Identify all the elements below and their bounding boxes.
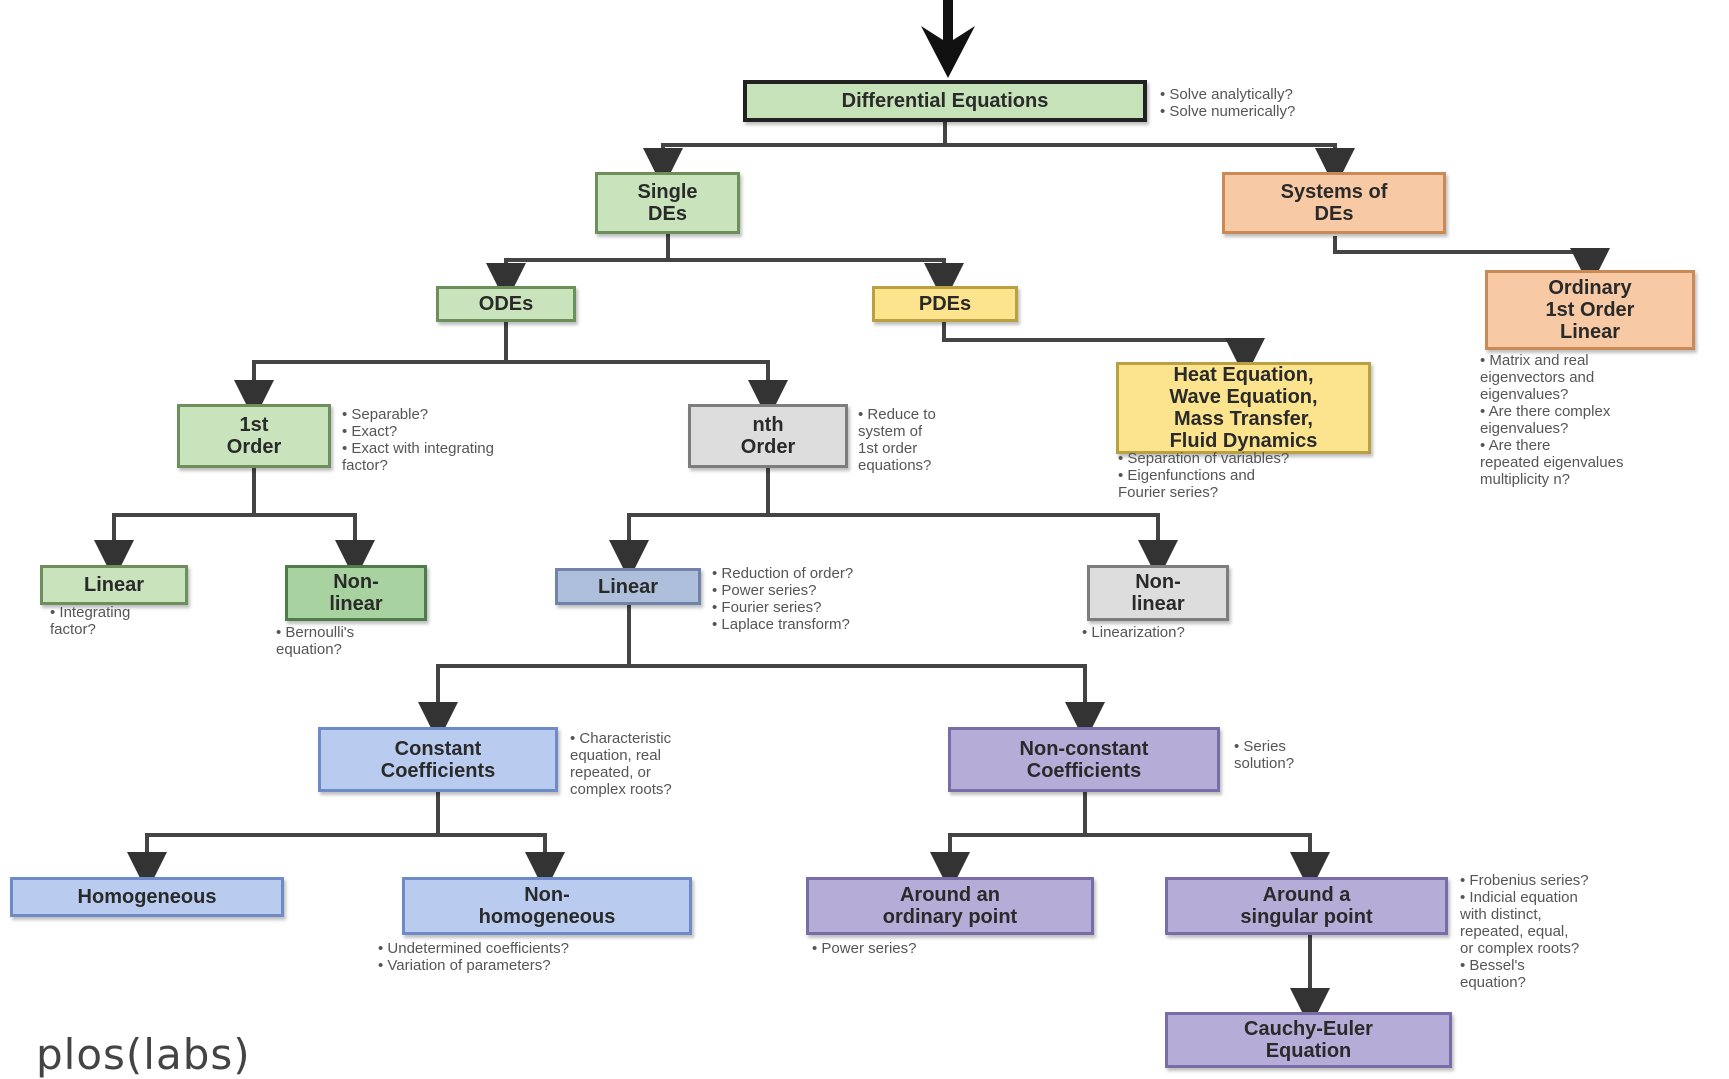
note-line: eigenvalues? (1480, 386, 1569, 403)
note-line: repeated, equal, (1460, 923, 1569, 940)
node-constant-coefficients: Constant Coefficients (318, 727, 558, 792)
note-line: • Bernoulli's (276, 624, 355, 641)
node-ordinary-1st-order-linear: Ordinary 1st Order Linear (1485, 270, 1695, 350)
note-nth-order: • Reduce to system of 1st order equation… (858, 406, 936, 474)
note-line: • Reduce to (858, 406, 936, 423)
note-non-homogeneous: • Undetermined coefficients? • Variation… (378, 940, 569, 974)
note-line: repeated, or (570, 764, 651, 781)
node-heat-wave-equations: Heat Equation, Wave Equation, Mass Trans… (1116, 362, 1371, 454)
node-systems-of-des: Systems of DEs (1222, 172, 1446, 234)
note-line: • Power series? (712, 582, 817, 599)
node-cauchy-euler: Cauchy-Euler Equation (1165, 1012, 1452, 1068)
note-line: • Reduction of order? (712, 565, 854, 582)
note-line: solution? (1234, 755, 1295, 772)
note-line: factor? (50, 621, 96, 638)
note-line: • Frobenius series? (1460, 872, 1589, 889)
note-line: multiplicity n? (1480, 471, 1571, 488)
note-line: • Bessel's (1460, 957, 1525, 974)
note-line: • Exact with integrating (342, 440, 494, 457)
note-line: • Eigenfunctions and (1118, 467, 1256, 484)
node-homogeneous: Homogeneous (10, 877, 284, 917)
note-line: equations? (858, 457, 932, 474)
note-nth-linear: • Reduction of order? • Power series? • … (712, 565, 853, 633)
note-line: system of (858, 423, 923, 440)
node-single-des: Single DEs (595, 172, 740, 234)
node-pdes: PDEs (872, 286, 1018, 322)
note-line: equation? (1460, 974, 1526, 991)
note-ordinary-1st-order-linear: • Matrix and real eigenvectors and eigen… (1480, 352, 1623, 488)
note-line: • Indicial equation (1460, 889, 1578, 906)
note-line: • Solve numerically? (1160, 103, 1296, 120)
note-line: equation, real (570, 747, 661, 764)
note-line: eigenvectors and (1480, 369, 1595, 386)
note-nth-nonlinear: • Linearization? (1082, 624, 1185, 641)
node-1st-nonlinear: Non- linear (285, 565, 427, 621)
note-line: eigenvalues? (1480, 420, 1569, 437)
node-odes: ODEs (436, 286, 576, 322)
note-line: • Exact? (342, 423, 398, 440)
note-line: Fourier series? (1118, 484, 1219, 501)
note-line: complex roots? (570, 781, 672, 798)
node-nth-nonlinear: Non- linear (1087, 565, 1229, 621)
note-line: • Linearization? (1082, 624, 1185, 641)
note-line: • Are there (1480, 437, 1551, 454)
node-differential-equations: Differential Equations (743, 80, 1147, 122)
note-nonconstant-coefficients: • Series solution? (1234, 738, 1294, 772)
node-1st-order: 1st Order (177, 404, 331, 468)
note-line: factor? (342, 457, 388, 474)
note-line: or complex roots? (1460, 940, 1580, 957)
note-around-ordinary-point: • Power series? (812, 940, 916, 957)
note-1st-linear: • Integrating factor? (50, 604, 130, 638)
node-nth-linear: Linear (555, 568, 701, 605)
note-around-singular-point: • Frobenius series? • Indicial equation … (1460, 872, 1589, 991)
note-line: • Are there complex (1480, 403, 1611, 420)
note-line: repeated eigenvalues (1480, 454, 1624, 471)
note-heat-wave-equations: • Separation of variables? • Eigenfuncti… (1118, 450, 1289, 501)
node-around-singular-point: Around a singular point (1165, 877, 1448, 935)
note-line: • Fourier series? (712, 599, 822, 616)
note-line: • Undetermined coefficients? (378, 940, 569, 957)
note-line: • Laplace transform? (712, 616, 850, 633)
note-1st-nonlinear: • Bernoulli's equation? (276, 624, 354, 658)
note-1st-order: • Separable? • Exact? • Exact with integ… (342, 406, 494, 474)
plos-labs-logo: plos(labs) (36, 1030, 251, 1079)
note-line: • Integrating (50, 604, 131, 621)
note-root: • Solve analytically? • Solve numericall… (1160, 86, 1295, 120)
node-nonconstant-coefficients: Non-constant Coefficients (948, 727, 1220, 792)
note-line: • Separable? (342, 406, 429, 423)
node-1st-linear: Linear (40, 565, 188, 605)
node-non-homogeneous: Non- homogeneous (402, 877, 692, 935)
note-line: • Matrix and real (1480, 352, 1589, 369)
note-line: equation? (276, 641, 342, 658)
note-line: • Separation of variables? (1118, 450, 1290, 467)
down-arrow-icon (921, 0, 975, 78)
note-line: • Characteristic (570, 730, 672, 747)
node-around-ordinary-point: Around an ordinary point (806, 877, 1094, 935)
note-line: • Power series? (812, 940, 917, 957)
note-line: • Series (1234, 738, 1286, 755)
note-line: • Solve analytically? (1160, 86, 1293, 103)
node-nth-order: nth Order (688, 404, 848, 468)
note-line: with distinct, (1460, 906, 1542, 923)
note-line: 1st order (858, 440, 918, 457)
note-constant-coefficients: • Characteristic equation, real repeated… (570, 730, 672, 798)
note-line: • Variation of parameters? (378, 957, 551, 974)
